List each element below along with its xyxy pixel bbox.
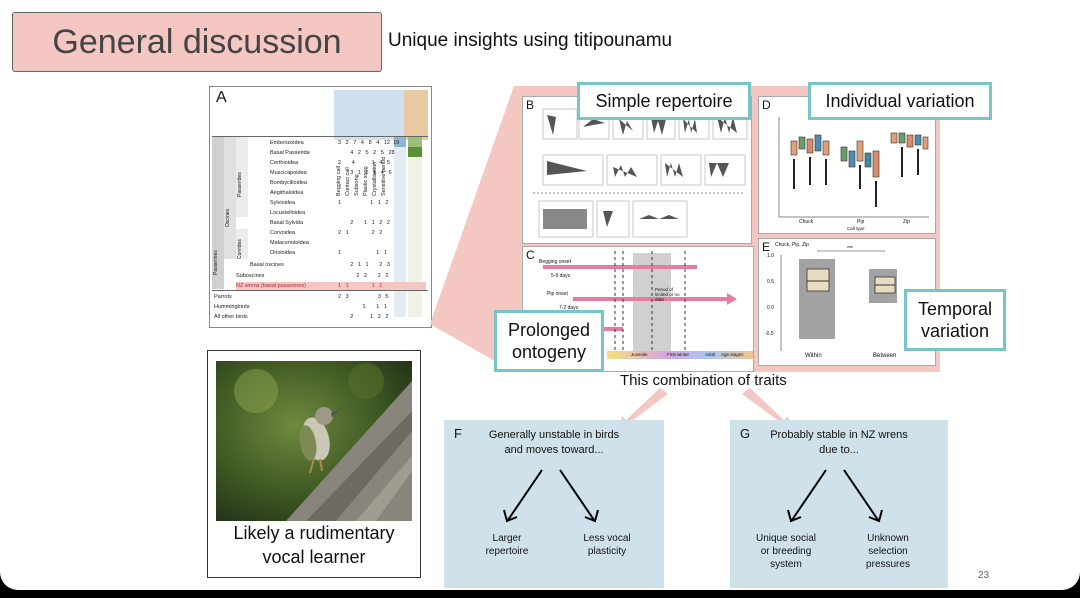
- box-g-arrows: [787, 469, 883, 523]
- panel-e-letter: E: [762, 240, 771, 254]
- nz-wren-row-highlight: [236, 282, 426, 291]
- zoom-connector: [430, 86, 514, 372]
- slide-title: General discussion: [52, 22, 342, 61]
- y-tick: 0.5: [767, 279, 774, 285]
- panel-c-letter: C: [526, 248, 535, 262]
- panel-a-letter: A: [216, 89, 227, 106]
- y-tick: 1.0: [767, 253, 774, 259]
- x-tick: Zip: [903, 219, 910, 225]
- panel-b: B: [522, 96, 752, 244]
- cell-highlight: [394, 137, 406, 147]
- y-tick: -0.5: [765, 331, 774, 337]
- table-row: Bombycilloidea: [270, 180, 307, 186]
- panel-d-letter: D: [762, 98, 771, 112]
- begging-bar: [543, 265, 697, 269]
- duration-label: 7-2 days: [559, 305, 579, 311]
- table-row: Aegithaloidea: [270, 190, 304, 196]
- group-bar: [212, 137, 224, 289]
- group-bar: [236, 137, 248, 217]
- timeline-lines: [614, 251, 737, 359]
- table-row: NZ wrens (basal passerines)1 1 1 1: [236, 283, 383, 289]
- stage-label: Age stages: [721, 352, 744, 357]
- stage-label: First winter: [667, 352, 690, 357]
- panel-b-letter: B: [526, 98, 535, 112]
- x-tick: Pip: [857, 219, 865, 225]
- table-row: Malaconotoidea: [270, 240, 309, 246]
- panel-c: C Begging onset 5-9 days Pip onset 7-2 d…: [522, 246, 754, 372]
- cell-highlight: [408, 147, 422, 157]
- svg-text:***: ***: [847, 246, 853, 252]
- group-label: Passerines: [213, 250, 219, 275]
- callout-individual-variation: Individual variation: [808, 82, 992, 120]
- bird-photo: [216, 361, 412, 521]
- table-row: All other birds 2 1 2 2: [214, 314, 389, 320]
- photo-card: Likely a rudimentary vocal learner: [207, 350, 421, 578]
- group-bar: [236, 229, 248, 259]
- x-tick: Chuck: [799, 219, 814, 225]
- event-label: Begging onset: [539, 259, 571, 265]
- combination-caption: This combination of traits: [620, 372, 787, 389]
- group-label: Corvides: [237, 239, 243, 259]
- callout-simple-repertoire: Simple repertoire: [577, 82, 751, 120]
- divider: [212, 136, 428, 137]
- page-number: 23: [978, 570, 990, 581]
- total-studies-shade: [408, 137, 422, 317]
- table-row: Basal Sylvida 2 1 1 2 2: [270, 220, 390, 226]
- table-row: Basal oscines 2 1 1 2 3: [250, 262, 390, 268]
- photo-caption: Likely a rudimentary vocal learner: [233, 523, 395, 567]
- box-f-letter: F: [454, 426, 462, 441]
- stage-label: Adult: [705, 352, 716, 357]
- table-row: Locustelloidea: [270, 210, 306, 216]
- spectrograms: [533, 108, 748, 238]
- age-stage-bar: [607, 351, 753, 359]
- x-axis-label: Call type: [847, 226, 865, 231]
- box-g-letter: G: [740, 426, 751, 441]
- table-row: Muscicapoidea 3 1 2 1 4 6: [270, 170, 392, 176]
- x-tick: Within: [805, 353, 822, 359]
- y-tick: 0.0: [767, 305, 774, 311]
- boxplot-temporal: ***: [780, 246, 897, 351]
- group-bar: [224, 137, 236, 259]
- title-box: General discussion: [12, 12, 382, 72]
- table-row: Hummingbirds 1 1 1: [214, 304, 387, 310]
- panel-a-table: A Begging call Contact call Subsong Plas…: [209, 86, 432, 328]
- divider: [212, 290, 428, 291]
- group-label: Passerides: [237, 172, 243, 197]
- group-label: Oscines: [225, 208, 231, 227]
- table-row: Basal Passerida 4 2 5 2 5 28: [270, 150, 395, 156]
- event-label: Pip onset: [547, 291, 568, 297]
- duration-label: 5-9 days: [551, 273, 571, 279]
- panel-e-title: Chuck, Pip, Zip: [775, 242, 809, 248]
- table-row: Suboscines 2 2 2 2: [236, 273, 389, 279]
- stage-label: Juvenile: [631, 352, 648, 357]
- header-shade-orange: [404, 90, 428, 140]
- cell-highlight: [408, 137, 422, 147]
- period-note: Period of limited or no data: [655, 287, 680, 302]
- pip-bar: [573, 297, 727, 301]
- slide-subtitle: Unique insights using titipounamu: [388, 30, 673, 51]
- box-f-arrows: [503, 469, 599, 523]
- header-shade-blue: [334, 90, 404, 140]
- x-tick: Between: [873, 353, 897, 359]
- boxplot-individual: [778, 117, 929, 218]
- total-species-shade: [394, 137, 406, 317]
